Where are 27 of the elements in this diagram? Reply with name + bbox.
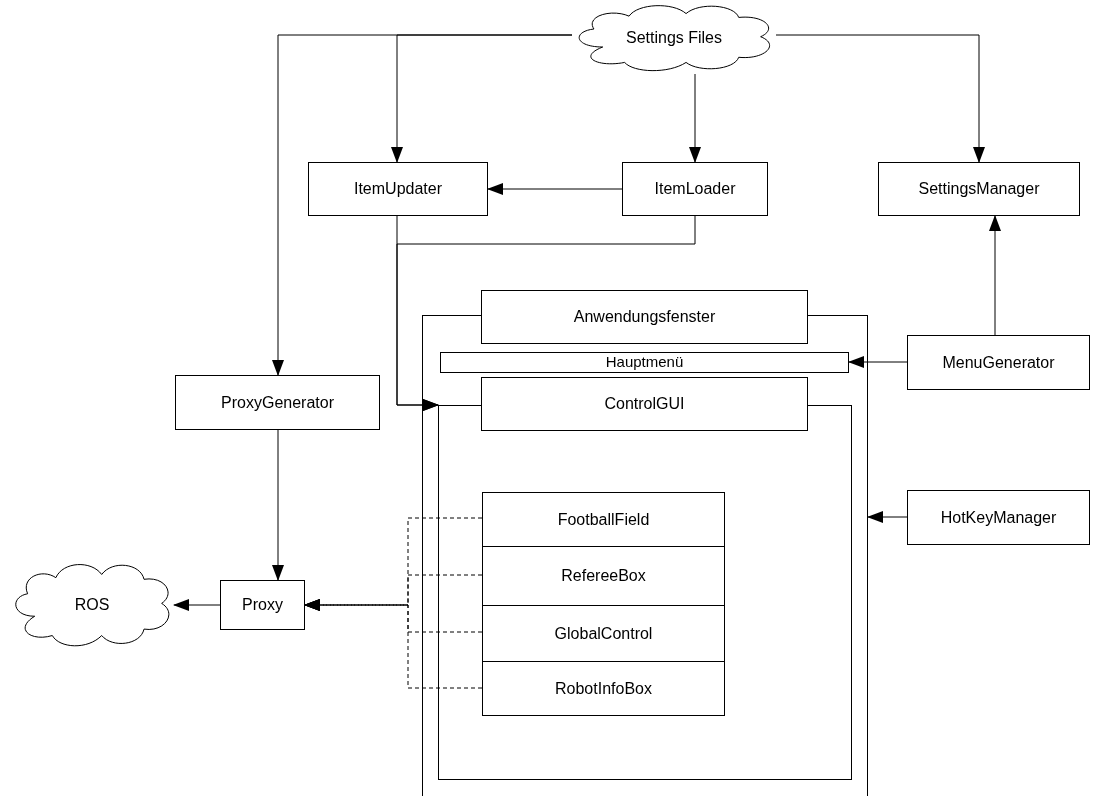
window-frame	[438, 377, 852, 780]
component-box: ItemLoader	[622, 162, 768, 216]
window-frame	[422, 290, 868, 796]
component-box: HotKeyManager	[907, 490, 1090, 545]
component-box: FootballField	[482, 492, 725, 547]
title-tab: ControlGUI	[481, 377, 808, 431]
component-box: ProxyGenerator	[175, 375, 380, 430]
arrow	[396, 215, 696, 411]
component-box: ItemUpdater	[308, 162, 488, 216]
component-box: GlobalControl	[482, 605, 725, 662]
arrow	[989, 215, 1001, 336]
arrow	[487, 183, 623, 195]
menu-bar: Hauptmenü	[440, 352, 849, 373]
component-box: RefereeBox	[482, 546, 725, 606]
dashed-connector	[304, 599, 483, 689]
arrow	[272, 34, 573, 376]
arrow	[173, 599, 221, 611]
component-box: SettingsManager	[878, 162, 1080, 216]
arrow	[689, 73, 701, 163]
arrow	[775, 34, 985, 163]
arrow	[272, 429, 284, 581]
arrow	[848, 356, 908, 368]
component-box: Proxy	[220, 580, 305, 630]
arrow	[867, 511, 908, 523]
component-box: MenuGenerator	[907, 335, 1090, 390]
component-box: RobotInfoBox	[482, 661, 725, 716]
title-tab: Anwendungsfenster	[481, 290, 808, 344]
